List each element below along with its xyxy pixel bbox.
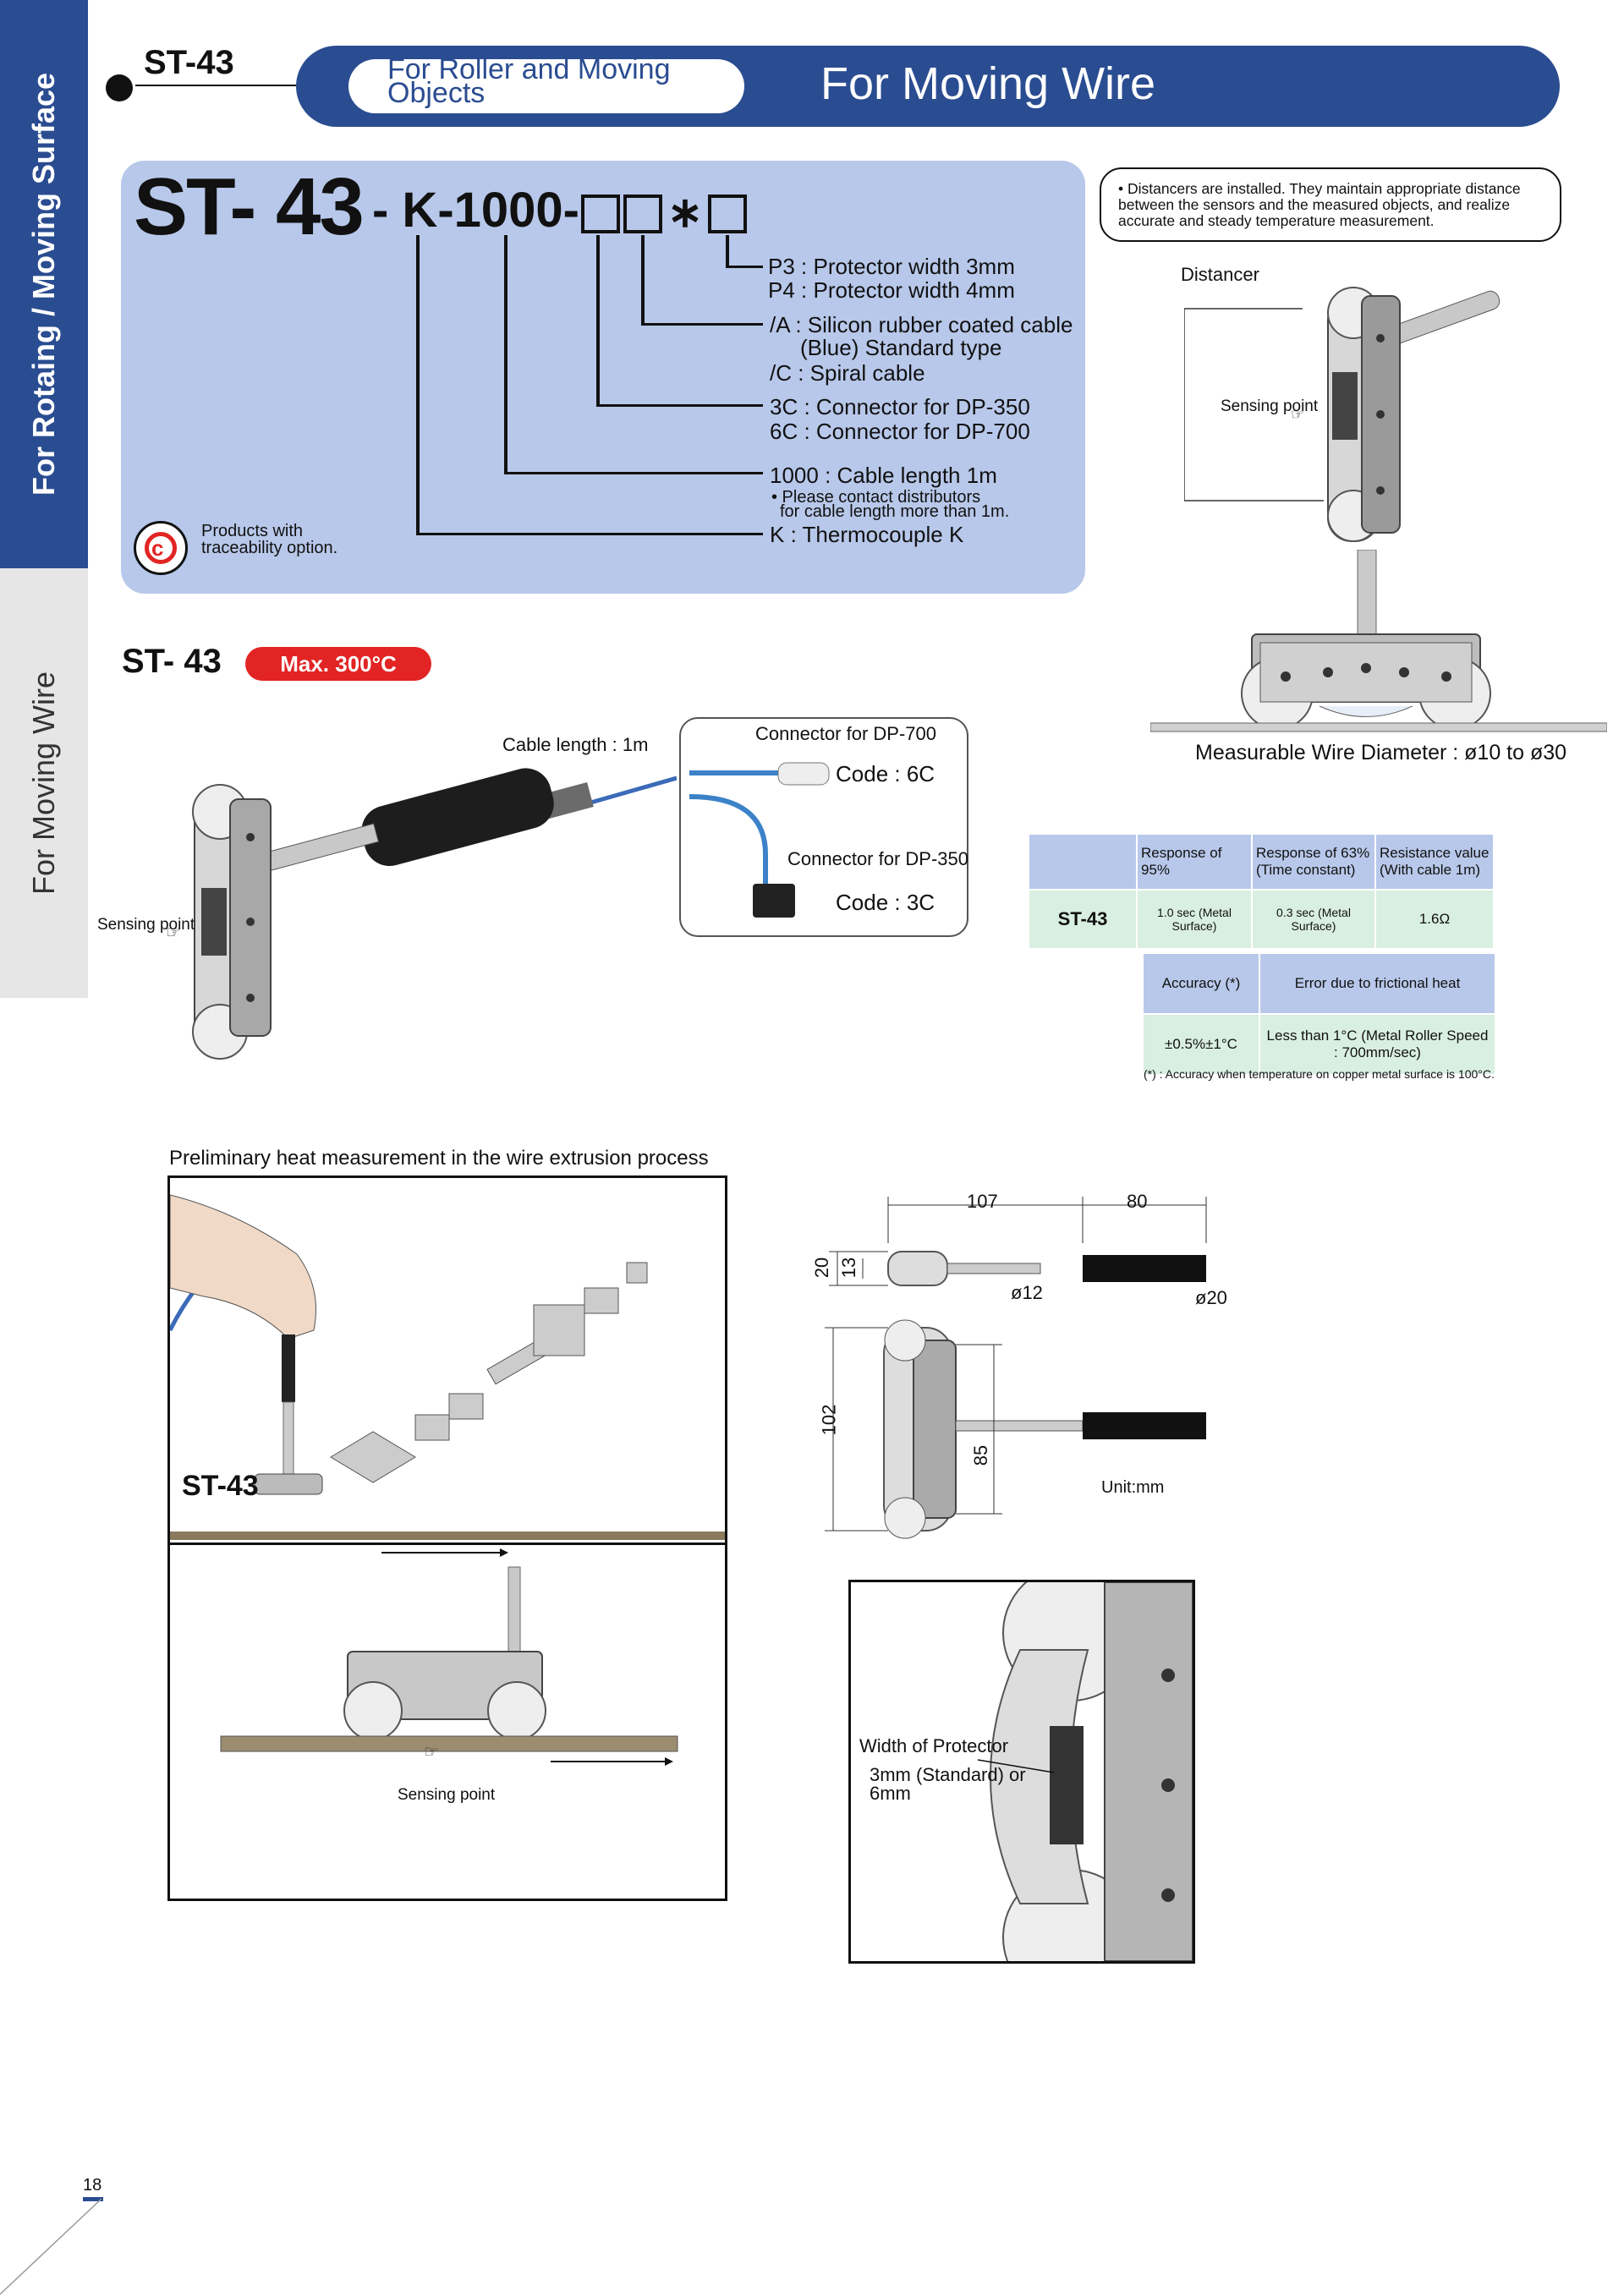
protector-label: Width of Protector bbox=[859, 1735, 1009, 1756]
model-code-suffix-text: - K-1000- bbox=[372, 183, 579, 238]
option-1000-note: • Please contact distributors bbox=[771, 488, 981, 507]
dim-107: 107 bbox=[967, 1191, 998, 1212]
connector-dp700-label: Connector for DP-700 bbox=[755, 723, 936, 744]
product-name: ST- 43 bbox=[122, 643, 222, 680]
option-p3: P3 : Protector width 3mm bbox=[768, 254, 1015, 279]
unit-label: Unit:mm bbox=[1101, 1478, 1165, 1497]
leader-line bbox=[416, 235, 420, 534]
spec-row-label: ST-43 bbox=[1028, 889, 1138, 950]
option-p4: P4 : Protector width 4mm bbox=[768, 277, 1015, 303]
svg-text:☞: ☞ bbox=[424, 1743, 439, 1762]
option-box-icon bbox=[623, 194, 662, 233]
spec-header-95: Response of 95% bbox=[1136, 833, 1253, 890]
leader-line bbox=[504, 235, 508, 474]
connector-box bbox=[679, 717, 968, 937]
application-frame bbox=[167, 1175, 727, 1901]
application-sensor-label: ST-43 bbox=[182, 1470, 259, 1502]
leader-line bbox=[726, 266, 763, 268]
traceability-icon: c bbox=[134, 521, 188, 575]
corner-line bbox=[0, 2198, 102, 2295]
sensing-point-label-2: Sensing point bbox=[97, 916, 195, 934]
distancer-illustration bbox=[1184, 287, 1501, 542]
dim-12: ø12 bbox=[1011, 1282, 1043, 1303]
wire-diameter-label: Measurable Wire Diameter : ø10 to ø30 bbox=[1195, 741, 1567, 764]
option-c: /C : Spiral cable bbox=[770, 360, 925, 386]
spec-header-63: Response of 63% (Time constant) bbox=[1251, 833, 1376, 890]
leader-line bbox=[641, 235, 645, 325]
option-a-sub: (Blue) Standard type bbox=[800, 335, 1002, 360]
max-temp-badge: Max. 300°C bbox=[245, 647, 431, 681]
protector-frame bbox=[848, 1580, 1195, 1964]
connector-illustration bbox=[689, 762, 830, 918]
leader-line bbox=[504, 472, 763, 474]
side-tab-inactive-label: For Moving Wire bbox=[26, 671, 62, 896]
leader-line bbox=[416, 533, 763, 535]
leader-line bbox=[596, 235, 600, 406]
side-tab-inactive[interactable]: For Moving Wire bbox=[0, 568, 88, 998]
side-tab-active-label: For Rotaing / Moving Surface bbox=[26, 72, 61, 496]
hand-icon: ☞ bbox=[166, 923, 181, 942]
spec-header-resistance: Resistance value (With cable 1m) bbox=[1374, 833, 1495, 890]
spec-table: Response of 95% Response of 63% (Time co… bbox=[1028, 833, 1495, 950]
application-caption: Preliminary heat measurement in the wire… bbox=[169, 1147, 709, 1170]
option-6c: 6C : Connector for DP-700 bbox=[770, 419, 1030, 444]
connector-dp350-code: Code : 3C bbox=[836, 890, 935, 915]
page-number-bar bbox=[83, 2197, 103, 2201]
category-pill bbox=[348, 59, 744, 113]
sensing-point-label-3: Sensing point bbox=[398, 1786, 496, 1804]
side-tab-active[interactable]: For Rotaing / Moving Surface bbox=[0, 0, 88, 568]
option-3c: 3C : Connector for DP-350 bbox=[770, 394, 1030, 419]
leader-line bbox=[726, 235, 729, 267]
wire-side-illustration bbox=[1150, 550, 1607, 732]
accuracy-header: Accuracy (*) bbox=[1142, 952, 1260, 1015]
header-rule bbox=[135, 85, 296, 86]
dim-102: 102 bbox=[818, 1404, 840, 1436]
connector-dp700-code: Code : 6C bbox=[836, 761, 935, 786]
product-illustration bbox=[192, 768, 677, 1060]
accuracy-value: ±0.5%±1°C bbox=[1142, 1013, 1260, 1076]
dim-20-diameter: ø20 bbox=[1195, 1287, 1227, 1308]
leader-line bbox=[641, 323, 763, 326]
sensing-point-label-1: Sensing point bbox=[1221, 397, 1319, 415]
accuracy-table: Accuracy (*) Error due to frictional hea… bbox=[1142, 952, 1496, 1076]
accuracy-footnote: (*) : Accuracy when temperature on coppe… bbox=[1144, 1067, 1495, 1081]
page-title: For Moving Wire bbox=[820, 58, 1156, 109]
model-code-suffix: - K-1000- ∗ bbox=[372, 182, 749, 238]
leader-line bbox=[596, 404, 763, 407]
option-k: K : Thermocouple K bbox=[770, 522, 964, 547]
category-label: For Roller and Moving Objects bbox=[387, 53, 671, 109]
application-illustration: ☞ bbox=[170, 1194, 725, 1766]
option-a: /A : Silicon rubber coated cable bbox=[770, 312, 1073, 337]
spec-cell-63: 0.3 sec (Metal Surface) bbox=[1251, 889, 1376, 950]
frictional-heat-header: Error due to frictional heat bbox=[1259, 952, 1496, 1015]
spec-cell-95: 1.0 sec (Metal Surface) bbox=[1136, 889, 1253, 950]
asterisk-icon: ∗ bbox=[667, 189, 703, 236]
option-box-icon bbox=[707, 194, 747, 233]
traceability-label: Products with traceability option. bbox=[201, 522, 338, 557]
application-divider bbox=[170, 1543, 725, 1545]
dim-85: 85 bbox=[970, 1444, 992, 1466]
distancer-label: Distancer bbox=[1181, 264, 1259, 285]
header-model: ST-43 bbox=[144, 44, 234, 81]
page-number: 18 bbox=[83, 2176, 102, 2195]
hand-icon: ☞ bbox=[1291, 406, 1305, 423]
dimension-drawing bbox=[825, 1197, 1207, 1539]
spec-cell-resistance: 1.6Ω bbox=[1374, 889, 1495, 950]
model-code-base: ST- 43 bbox=[134, 162, 365, 252]
frictional-heat-value: Less than 1°C (Metal Roller Speed : 700m… bbox=[1259, 1013, 1496, 1076]
bullet-icon bbox=[106, 74, 133, 101]
dim-20: 20 bbox=[811, 1257, 833, 1279]
connector-dp350-label: Connector for DP-350 bbox=[787, 848, 968, 869]
cable-length-label: Cable length : 1m bbox=[502, 734, 649, 755]
dim-13: 13 bbox=[838, 1257, 860, 1279]
option-box-icon bbox=[580, 194, 620, 233]
distancer-note: • Distancers are installed. They maintai… bbox=[1100, 167, 1561, 242]
dim-80: 80 bbox=[1127, 1191, 1148, 1212]
protector-illustration bbox=[977, 1582, 1193, 1961]
option-1000: 1000 : Cable length 1m bbox=[770, 463, 997, 488]
protector-value: 3mm (Standard) or 6mm bbox=[870, 1764, 1026, 1804]
option-1000-note-2: for cable length more than 1m. bbox=[780, 502, 1010, 521]
